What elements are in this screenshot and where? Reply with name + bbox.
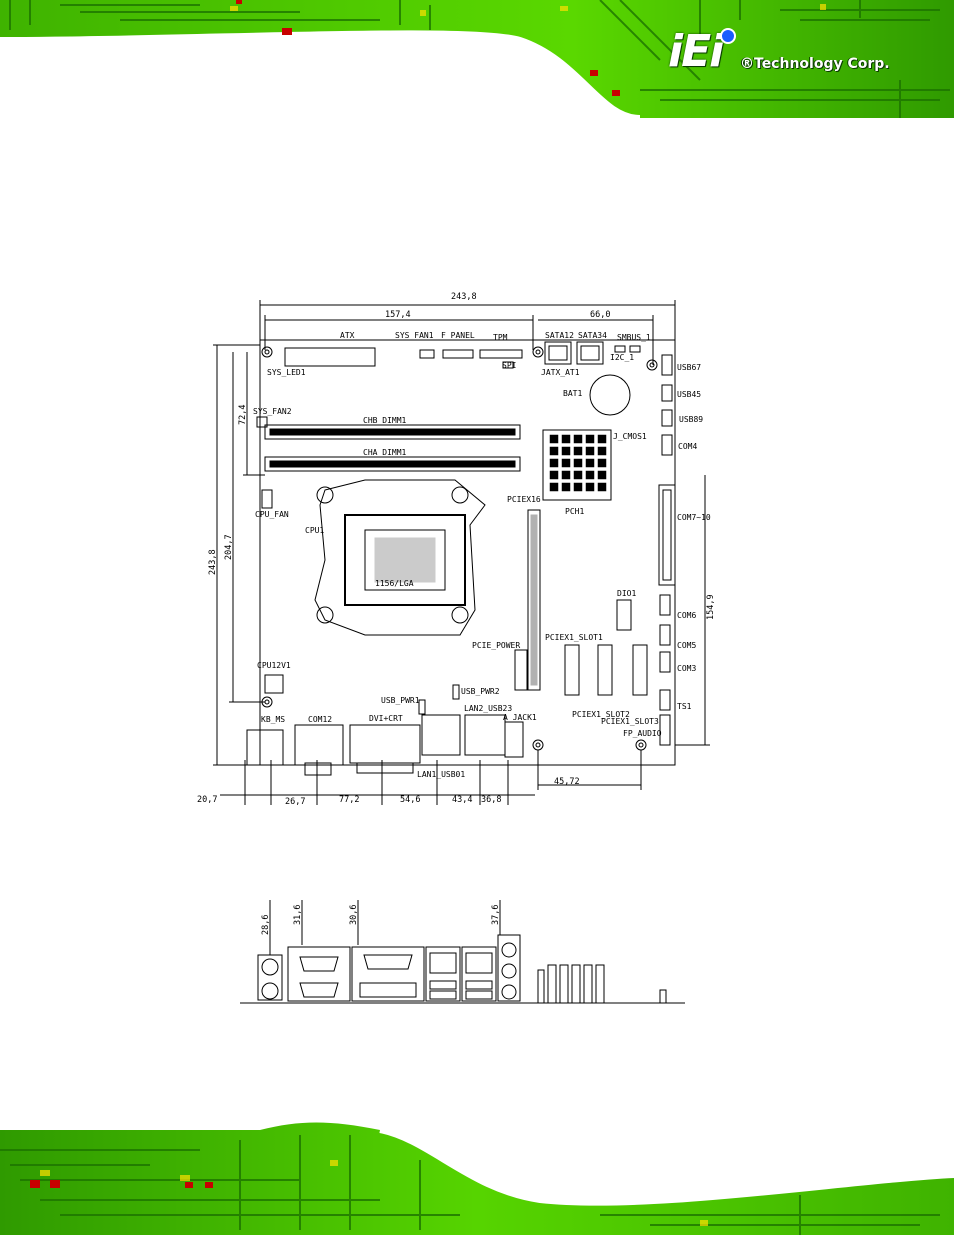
label-f-panel: F_PANEL	[441, 331, 475, 340]
io-dim-1: 28,6	[261, 915, 271, 935]
label-cha-dimm: CHA_DIMM1	[363, 448, 407, 457]
label-sata34: SATA34	[578, 331, 607, 340]
dim-bottom-3: 77,2	[339, 795, 359, 805]
label-ts1: TS1	[677, 702, 692, 711]
footer-banner	[0, 1120, 954, 1235]
logo-mark: iEi	[668, 26, 724, 77]
label-chb-dimm: CHB_DIMM1	[363, 416, 407, 425]
label-com6: COM6	[677, 611, 696, 620]
label-fp-audio: FP_AUDIO	[623, 729, 662, 738]
dim-inner-height: 204,7	[224, 534, 234, 560]
dim-right-span: 66,0	[590, 310, 610, 320]
board-outline	[259, 339, 676, 766]
label-lan1-usb01: LAN1_USB01	[417, 770, 465, 779]
motherboard-layout-drawing: 243,8 157,4 66,0 ATX SYS_FAN1 F_PANEL TP…	[197, 290, 725, 830]
dim-bottom-1: 20,7	[197, 795, 217, 805]
label-com12: COM12	[308, 715, 332, 724]
io-dim-3: 30,6	[349, 905, 359, 925]
board-diagram: 243,8 157,4 66,0 ATX SYS_FAN1 F_PANEL TP…	[197, 292, 716, 807]
label-pciex1-slot2: PCIEX1_SLOT2	[572, 710, 630, 719]
label-usb67: USB67	[677, 363, 701, 372]
dim-total-width: 243,8	[451, 292, 477, 302]
dim-bottom-2: 26,7	[285, 797, 305, 807]
label-bat: BAT1	[563, 389, 582, 398]
label-spi: SPI	[502, 361, 517, 370]
dim-total-height: 243,8	[208, 549, 218, 575]
label-lan2-usb23: LAN2_USB23	[464, 704, 512, 713]
label-sys-fan2: SYS_FAN2	[253, 407, 292, 416]
label-com3: COM3	[677, 664, 696, 673]
header-banner: iEi ®Technology Corp.	[0, 0, 954, 121]
label-kb-ms: KB_MS	[261, 715, 285, 724]
label-pcie-power: PCIE_POWER	[472, 641, 520, 650]
dim-right-height: 154,9	[706, 594, 716, 620]
io-dim-2: 31,6	[293, 905, 303, 925]
dim-top-offset: 72,4	[238, 405, 248, 425]
label-i2c: I2C_1	[610, 353, 634, 362]
label-com7-10: COM7~10	[677, 513, 711, 522]
label-cpu-mark: 1156/LGA	[375, 579, 414, 588]
label-usb-pwr2: USB_PWR2	[461, 687, 500, 696]
dim-pch-offset: 45,72	[554, 777, 580, 787]
label-sys-fan1: SYS_FAN1	[395, 331, 434, 340]
rear-io-drawing: 28,6 31,6 30,6 37,6	[240, 895, 700, 1025]
io-dim-4: 37,6	[491, 905, 501, 925]
label-cpu: CPU1	[305, 526, 324, 535]
label-smbus: SMBUS_1	[617, 333, 651, 342]
label-pciex16: PCIEX16	[507, 495, 541, 504]
label-usb45: USB45	[677, 390, 701, 399]
label-a-jack: A_JACK1	[503, 713, 537, 722]
company-name: ®Technology Corp.	[740, 56, 890, 72]
dim-bottom-4: 54,6	[400, 795, 420, 805]
company-logo: iEi ®Technology Corp.	[668, 26, 928, 86]
label-com5: COM5	[677, 641, 696, 650]
label-j-cmos: J_CMOS1	[613, 432, 647, 441]
header-circuit-art	[0, 0, 954, 121]
dim-left-span: 157,4	[385, 310, 411, 320]
label-usb89: USB89	[679, 415, 703, 424]
label-jatx-at: JATX_AT1	[541, 368, 580, 377]
label-com4: COM4	[678, 442, 697, 451]
rear-io-diagram: 28,6 31,6 30,6 37,6	[240, 900, 685, 1004]
label-usb-pwr1: USB_PWR1	[381, 696, 420, 705]
dim-bottom-6: 36,8	[481, 795, 501, 805]
label-atx: ATX	[340, 331, 355, 340]
label-dvi-crt: DVI+CRT	[369, 714, 403, 723]
label-dio: DIO1	[617, 589, 636, 598]
label-tpm: TPM	[493, 333, 508, 342]
label-cpu-fan: CPU_FAN	[255, 510, 289, 519]
label-pch: PCH1	[565, 507, 584, 516]
label-sata12: SATA12	[545, 331, 574, 340]
label-sys-led: SYS_LED1	[267, 368, 306, 377]
label-pciex1-slot1: PCIEX1_SLOT1	[545, 633, 603, 642]
logo-dot-icon	[720, 28, 736, 44]
dim-bottom-5: 43,4	[452, 795, 472, 805]
label-cpu12v: CPU12V1	[257, 661, 291, 670]
label-pciex1-slot3: PCIEX1_SLOT3	[601, 717, 659, 726]
footer-circuit-art	[0, 1122, 954, 1235]
